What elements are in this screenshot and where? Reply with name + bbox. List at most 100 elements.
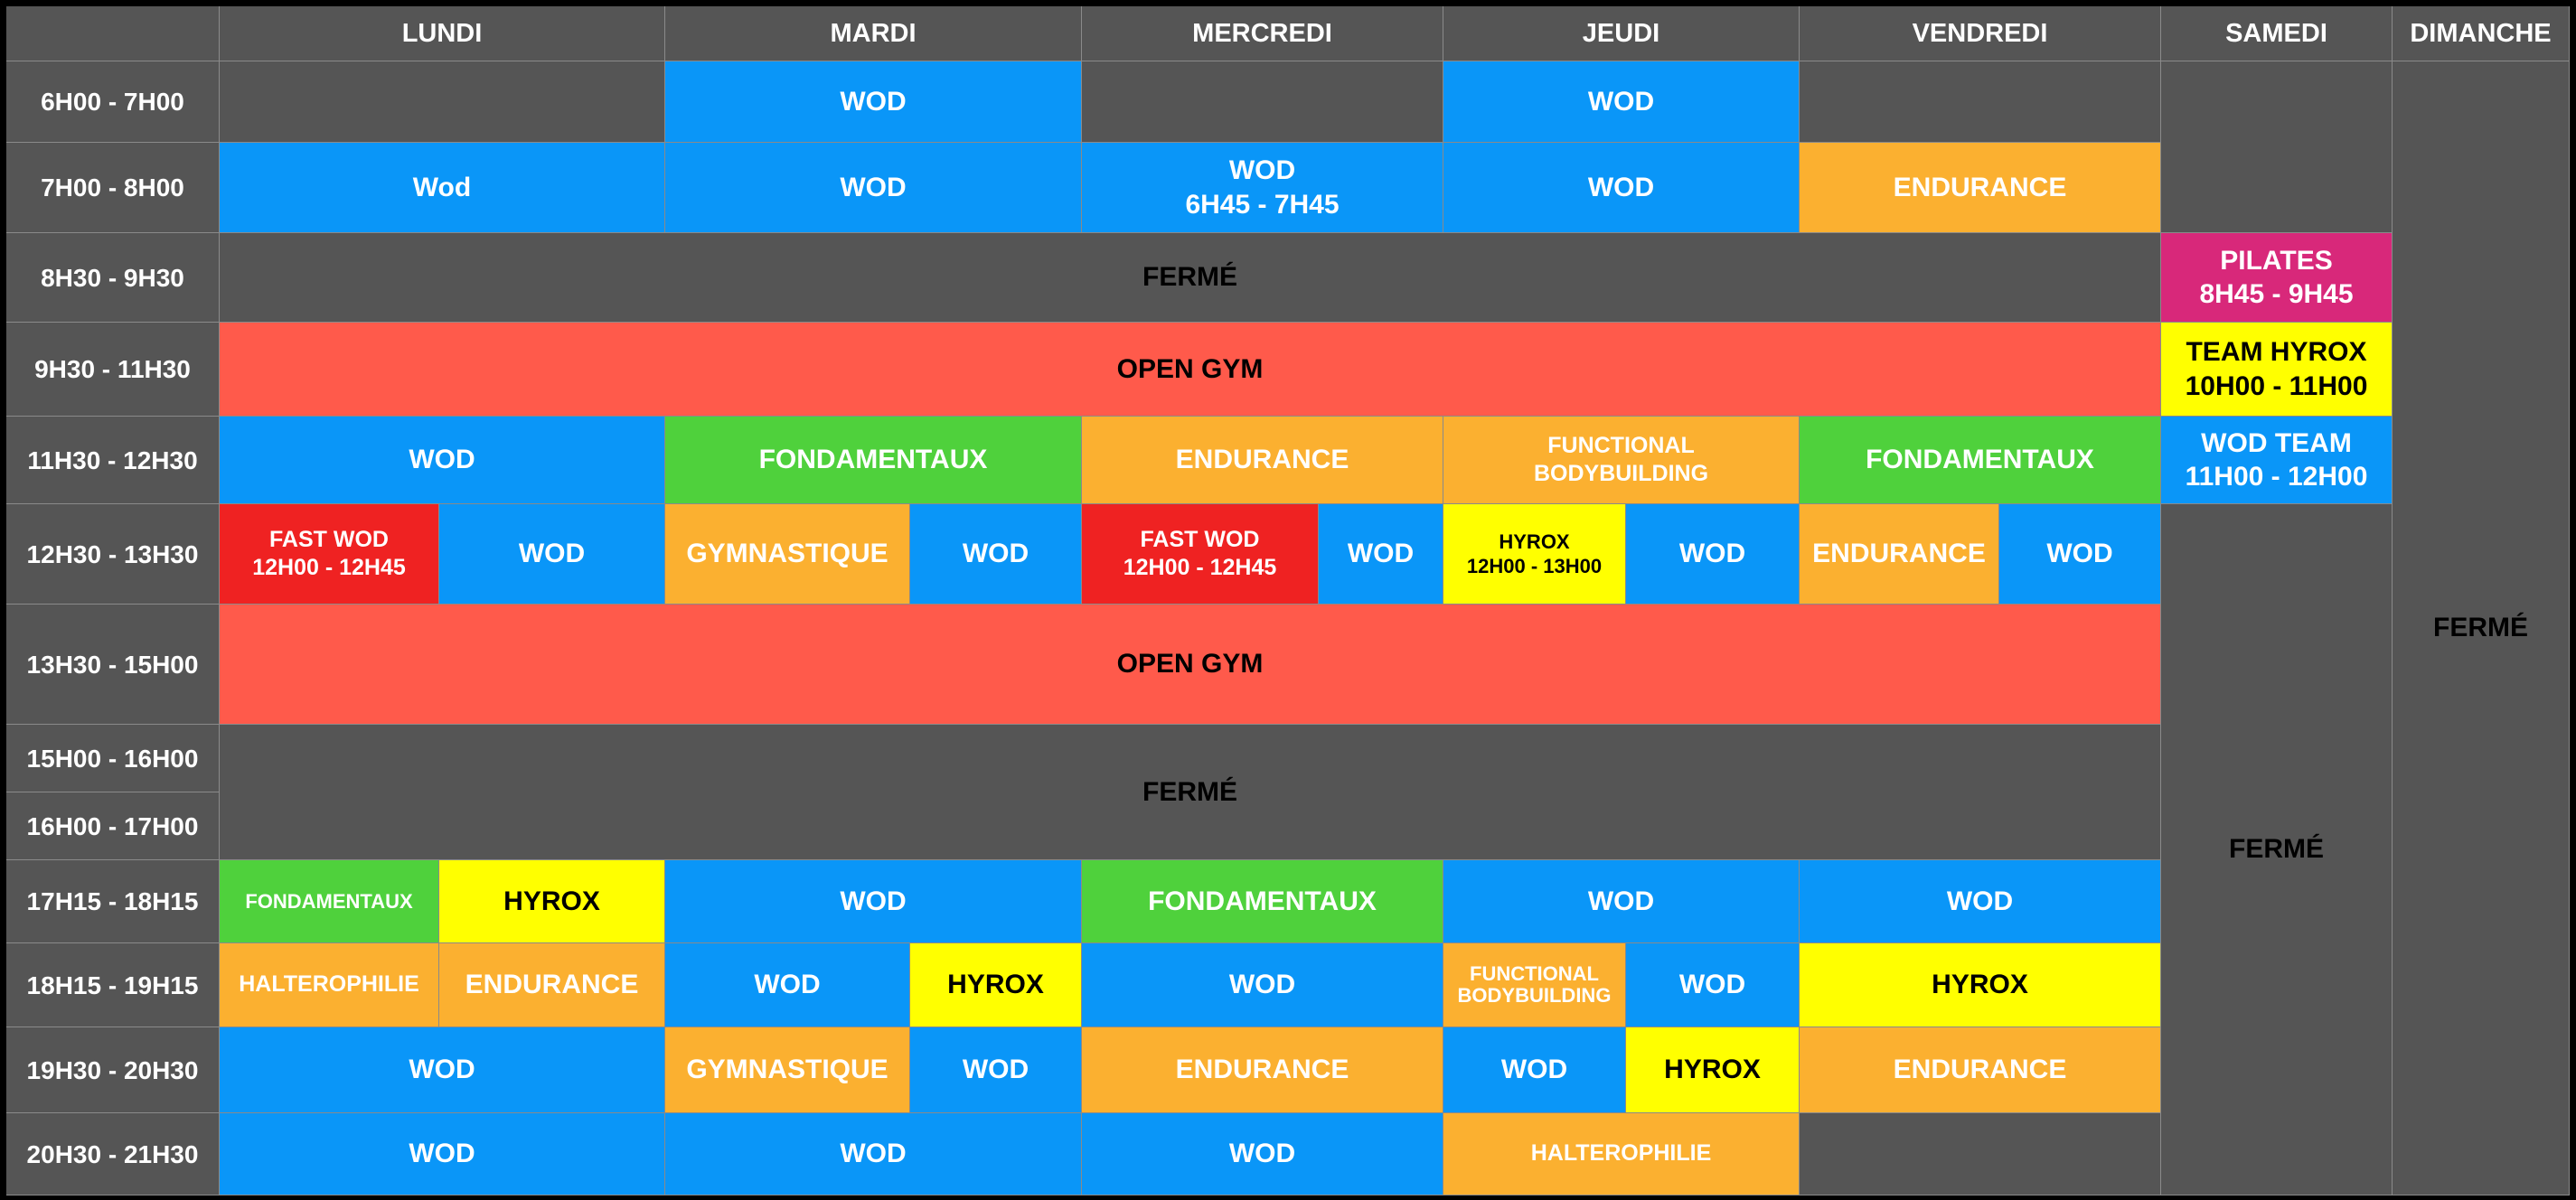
session-functional-bodybuilding: FUNCTIONAL BODYBUILDING [1443,417,1800,504]
session-wod: WOD [220,1113,665,1195]
session-endurance: ENDURANCE [1800,504,1999,605]
split-slot: FAST WOD 12H00 - 12H45 WOD [1082,504,1443,605]
session-hyrox: HYROX [439,860,665,943]
session-name-line: FUNCTIONAL [1470,961,1599,985]
session-name: WOD [1228,155,1296,185]
time-slot: 19H30 - 20H30 [6,1027,220,1113]
session-hyrox: HYROX [910,943,1082,1027]
session-name-line: BODYBUILDING [1533,461,1709,486]
session-fast-wod: FAST WOD 12H00 - 12H45 [220,504,439,605]
split-slot: FAST WOD 12H00 - 12H45 WOD [220,504,665,605]
session-wod: WOD [665,943,910,1027]
session-time: 8H45 - 9H45 [2199,279,2354,309]
session-endurance: ENDURANCE [1082,417,1443,504]
session-functional-bodybuilding: FUNCTIONAL BODYBUILDING [1443,943,1626,1027]
time-slot: 16H00 - 17H00 [6,792,220,860]
split-slot: ENDURANCE WOD [1800,504,2161,605]
session-time: 12H00 - 13H00 [1466,555,1603,577]
session-wod: WOD [1443,61,1800,143]
split-slot: HALTEROPHILIE ENDURANCE [220,943,665,1027]
closed-block: FERMÉ [2393,61,2570,1195]
session-wod: WOD [1626,504,1800,605]
session-name: TEAM HYROX [2186,337,2367,367]
session-gymnastique: GYMNASTIQUE [665,504,910,605]
session-endurance: ENDURANCE [439,943,665,1027]
session-time: 12H00 - 12H45 [1123,555,1277,580]
weekly-schedule-table: LUNDI MARDI MERCREDI JEUDI VENDREDI SAME… [6,6,2570,1195]
corner-cell [6,6,220,61]
empty-slot [1082,61,1443,143]
session-halterophilie: HALTEROPHILIE [1443,1113,1800,1195]
day-header-mardi: MARDI [665,6,1082,61]
session-open-gym: OPEN GYM [220,605,2161,725]
session-hyrox: HYROX 12H00 - 13H00 [1443,504,1626,605]
empty-slot [1800,61,2161,143]
time-slot: 12H30 - 13H30 [6,504,220,605]
session-endurance: ENDURANCE [1800,143,2161,233]
session-hyrox: HYROX [1626,1027,1800,1113]
session-fondamentaux: FONDAMENTAUX [1082,860,1443,943]
session-wod: WOD [1319,504,1443,605]
time-slot: 7H00 - 8H00 [6,143,220,233]
day-header-dimanche: DIMANCHE [2393,6,2570,61]
time-slot: 15H00 - 16H00 [6,725,220,792]
day-header-jeudi: JEUDI [1443,6,1800,61]
session-wod: WOD [439,504,665,605]
session-halterophilie: HALTEROPHILIE [220,943,439,1027]
session-hyrox: HYROX [1800,943,2161,1027]
split-slot: FONDAMENTAUX HYROX [220,860,665,943]
session-fondamentaux: FONDAMENTAUX [220,860,439,943]
split-slot: GYMNASTIQUE WOD [665,504,1082,605]
session-wod-team: WOD TEAM 11H00 - 12H00 [2161,417,2393,504]
time-slot: 20H30 - 21H30 [6,1113,220,1195]
empty-slot [2161,61,2393,233]
closed-block: FERMÉ [220,725,2161,860]
session-time: 12H00 - 12H45 [252,555,406,580]
time-slot: 17H15 - 18H15 [6,860,220,943]
session-team-hyrox: TEAM HYROX 10H00 - 11H00 [2161,323,2393,417]
day-header-vendredi: VENDREDI [1800,6,2161,61]
split-slot: WOD HYROX [1443,1027,1800,1113]
session-endurance: ENDURANCE [1800,1027,2161,1113]
session-name-line: BODYBUILDING [1457,984,1612,1007]
session-time: 10H00 - 11H00 [2185,370,2368,401]
day-header-samedi: SAMEDI [2161,6,2393,61]
split-slot: HYROX 12H00 - 13H00 WOD [1443,504,1800,605]
session-wod: Wod [220,143,665,233]
session-wod: WOD [665,1113,1082,1195]
session-name-line: FUNCTIONAL [1547,432,1695,458]
split-slot: GYMNASTIQUE WOD [665,1027,1082,1113]
time-slot: 9H30 - 11H30 [6,323,220,417]
session-pilates: PILATES 8H45 - 9H45 [2161,233,2393,323]
time-slot: 18H15 - 19H15 [6,943,220,1027]
session-wod: WOD [220,417,665,504]
session-gymnastique: GYMNASTIQUE [665,1027,910,1113]
split-slot: WOD HYROX [665,943,1082,1027]
day-header-mercredi: MERCREDI [1082,6,1443,61]
session-fast-wod: FAST WOD 12H00 - 12H45 [1082,504,1319,605]
time-slot: 13H30 - 15H00 [6,605,220,725]
empty-slot [220,61,665,143]
session-wod: WOD [910,504,1082,605]
time-slot: 11H30 - 12H30 [6,417,220,504]
session-wod: WOD [1443,1027,1626,1113]
split-slot: FUNCTIONAL BODYBUILDING WOD [1443,943,1800,1027]
time-slot: 8H30 - 9H30 [6,233,220,323]
session-endurance: ENDURANCE [1082,1027,1443,1113]
session-wod: WOD [1999,504,2161,605]
session-wod: WOD [665,143,1082,233]
session-name: FAST WOD [1140,526,1260,552]
session-wod: WOD 6H45 - 7H45 [1082,143,1443,233]
session-name: WOD TEAM [2201,427,2352,458]
session-name: PILATES [2220,245,2333,276]
session-name: HYROX [1499,530,1570,553]
session-wod: WOD [665,61,1082,143]
session-wod: WOD [910,1027,1082,1113]
session-wod: WOD [665,860,1082,943]
closed-block: FERMÉ [220,233,2161,323]
session-wod: WOD [220,1027,665,1113]
session-fondamentaux: FONDAMENTAUX [1800,417,2161,504]
session-open-gym: OPEN GYM [220,323,2161,417]
closed-block: FERMÉ [2161,504,2393,1195]
session-wod: WOD [1082,1113,1443,1195]
